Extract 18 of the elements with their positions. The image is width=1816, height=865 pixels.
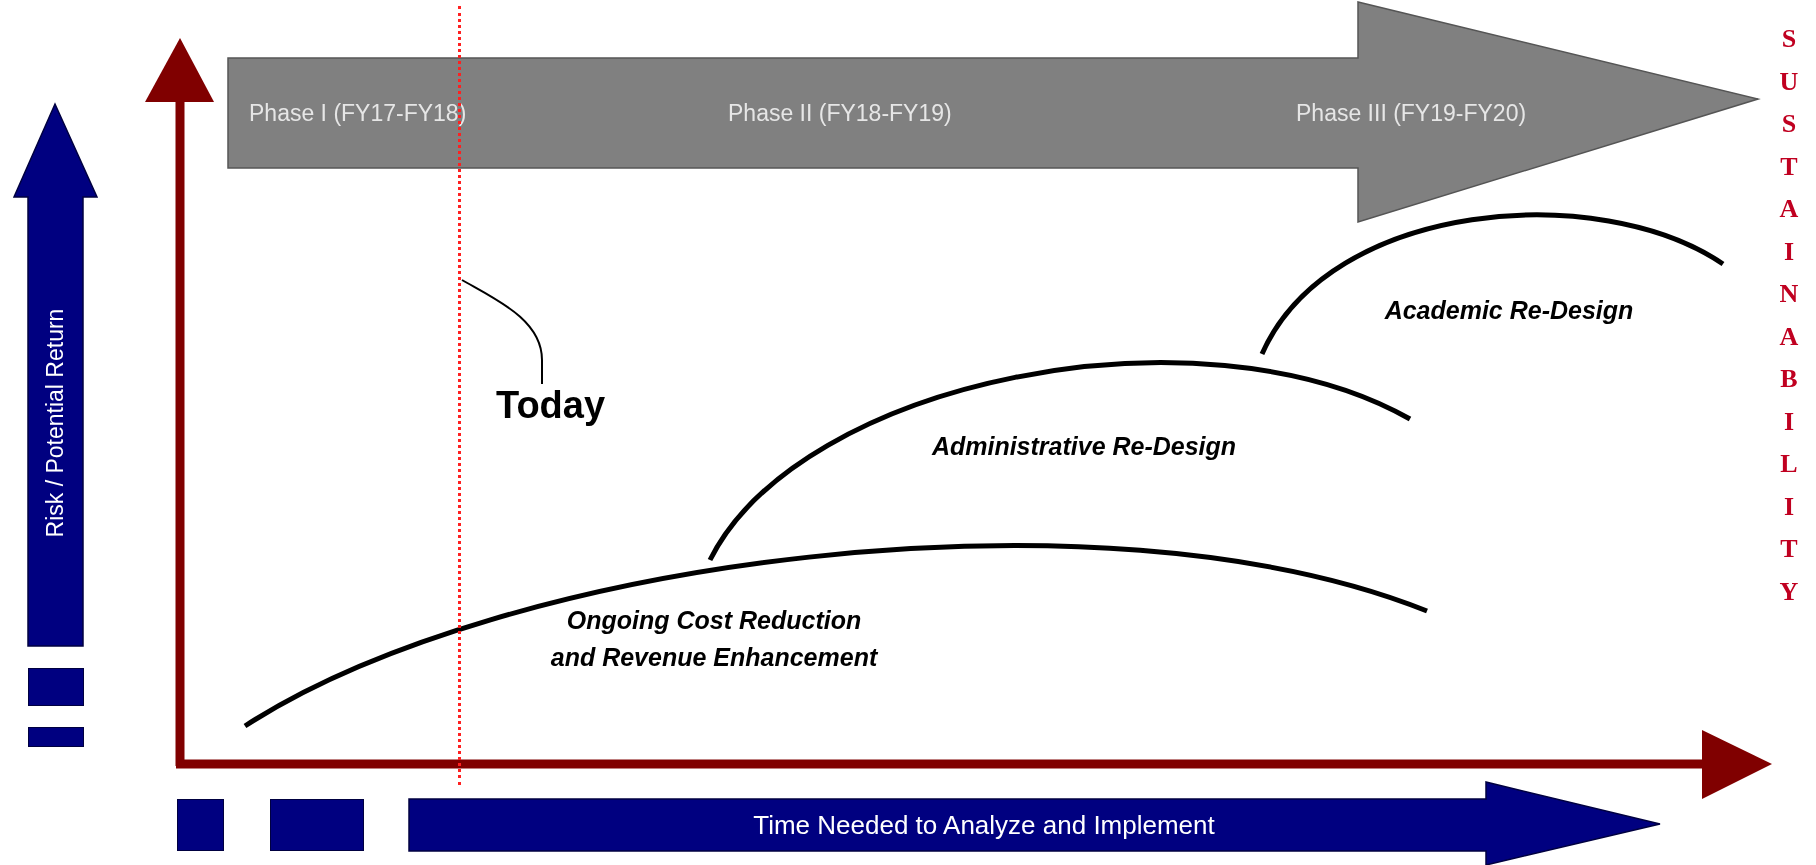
axis-title: Time Needed to Analyze and Implement <box>753 809 1215 841</box>
phase-arrow <box>228 2 1758 222</box>
leader-line <box>461 279 543 385</box>
phase-curve-label: Administrative Re-Design <box>930 431 1238 462</box>
time-arrow <box>409 782 1660 865</box>
phase-curve-label: Academic Re-Design <box>1383 295 1635 326</box>
phase-label: Phase II (FY18-FY19) <box>728 100 952 127</box>
phase-curve-label: Ongoing Cost Reduction and Revenue Enhancement <box>549 605 879 673</box>
vertical-title: SUSTAINABILITY <box>1778 23 1800 608</box>
phase-label: Phase III (FY19-FY20) <box>1296 100 1527 127</box>
bar-block <box>177 799 224 851</box>
axis-title: Risk / Potential Return <box>41 308 69 538</box>
risk-arrow <box>14 104 97 646</box>
phase-label: Phase I (FY17-FY18) <box>249 100 467 127</box>
bar-block <box>28 668 84 706</box>
bar-block <box>270 799 364 851</box>
bar-block <box>28 727 84 747</box>
today-label: Today <box>496 384 606 434</box>
